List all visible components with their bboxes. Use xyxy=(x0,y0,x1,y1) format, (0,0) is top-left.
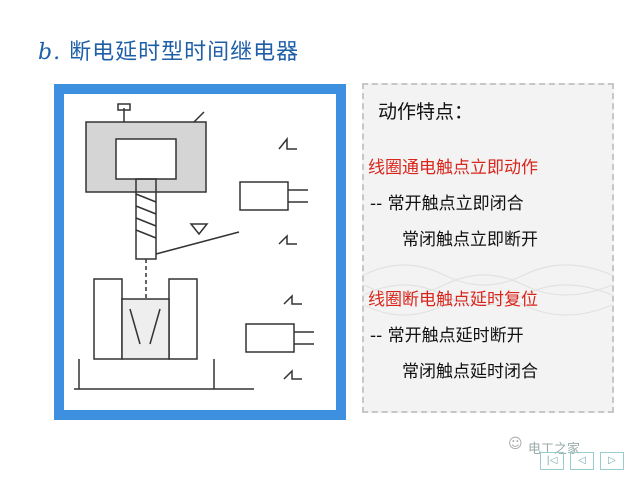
watermark-logo-icon: ☺ xyxy=(508,436,523,452)
slide-title: b. 断电延时型时间继电器 xyxy=(38,34,299,66)
relay-diagram-frame xyxy=(54,84,346,420)
panel-line-1: 线圈通电触点立即动作 xyxy=(368,158,538,178)
panel-line-2: -- 常开触点立即闭合 xyxy=(370,194,524,214)
title-text: 断电延时型时间继电器 xyxy=(69,40,300,65)
title-prefix: b. xyxy=(38,40,62,65)
panel-heading: 动作特点： xyxy=(378,101,474,123)
watermark-text: 电工之家 xyxy=(528,442,581,457)
panel-line-5: -- 常开触点延时断开 xyxy=(370,326,524,346)
nav-next-button[interactable]: ▷ xyxy=(600,452,624,470)
nav-first-button[interactable]: |◁ xyxy=(540,452,564,470)
features-panel: 动作特点： 线圈通电触点立即动作 -- 常开触点立即闭合 常闭触点立即断开 线圈… xyxy=(362,83,614,413)
relay-diagram xyxy=(64,94,336,410)
wave-pattern-decoration xyxy=(364,264,612,316)
panel-line-6: 常闭触点延时闭合 xyxy=(402,362,538,382)
nav-prev-button[interactable]: ◁ xyxy=(570,452,594,470)
panel-line-4: 线圈断电触点延时复位 xyxy=(368,290,538,310)
panel-line-3: 常闭触点立即断开 xyxy=(402,230,538,250)
